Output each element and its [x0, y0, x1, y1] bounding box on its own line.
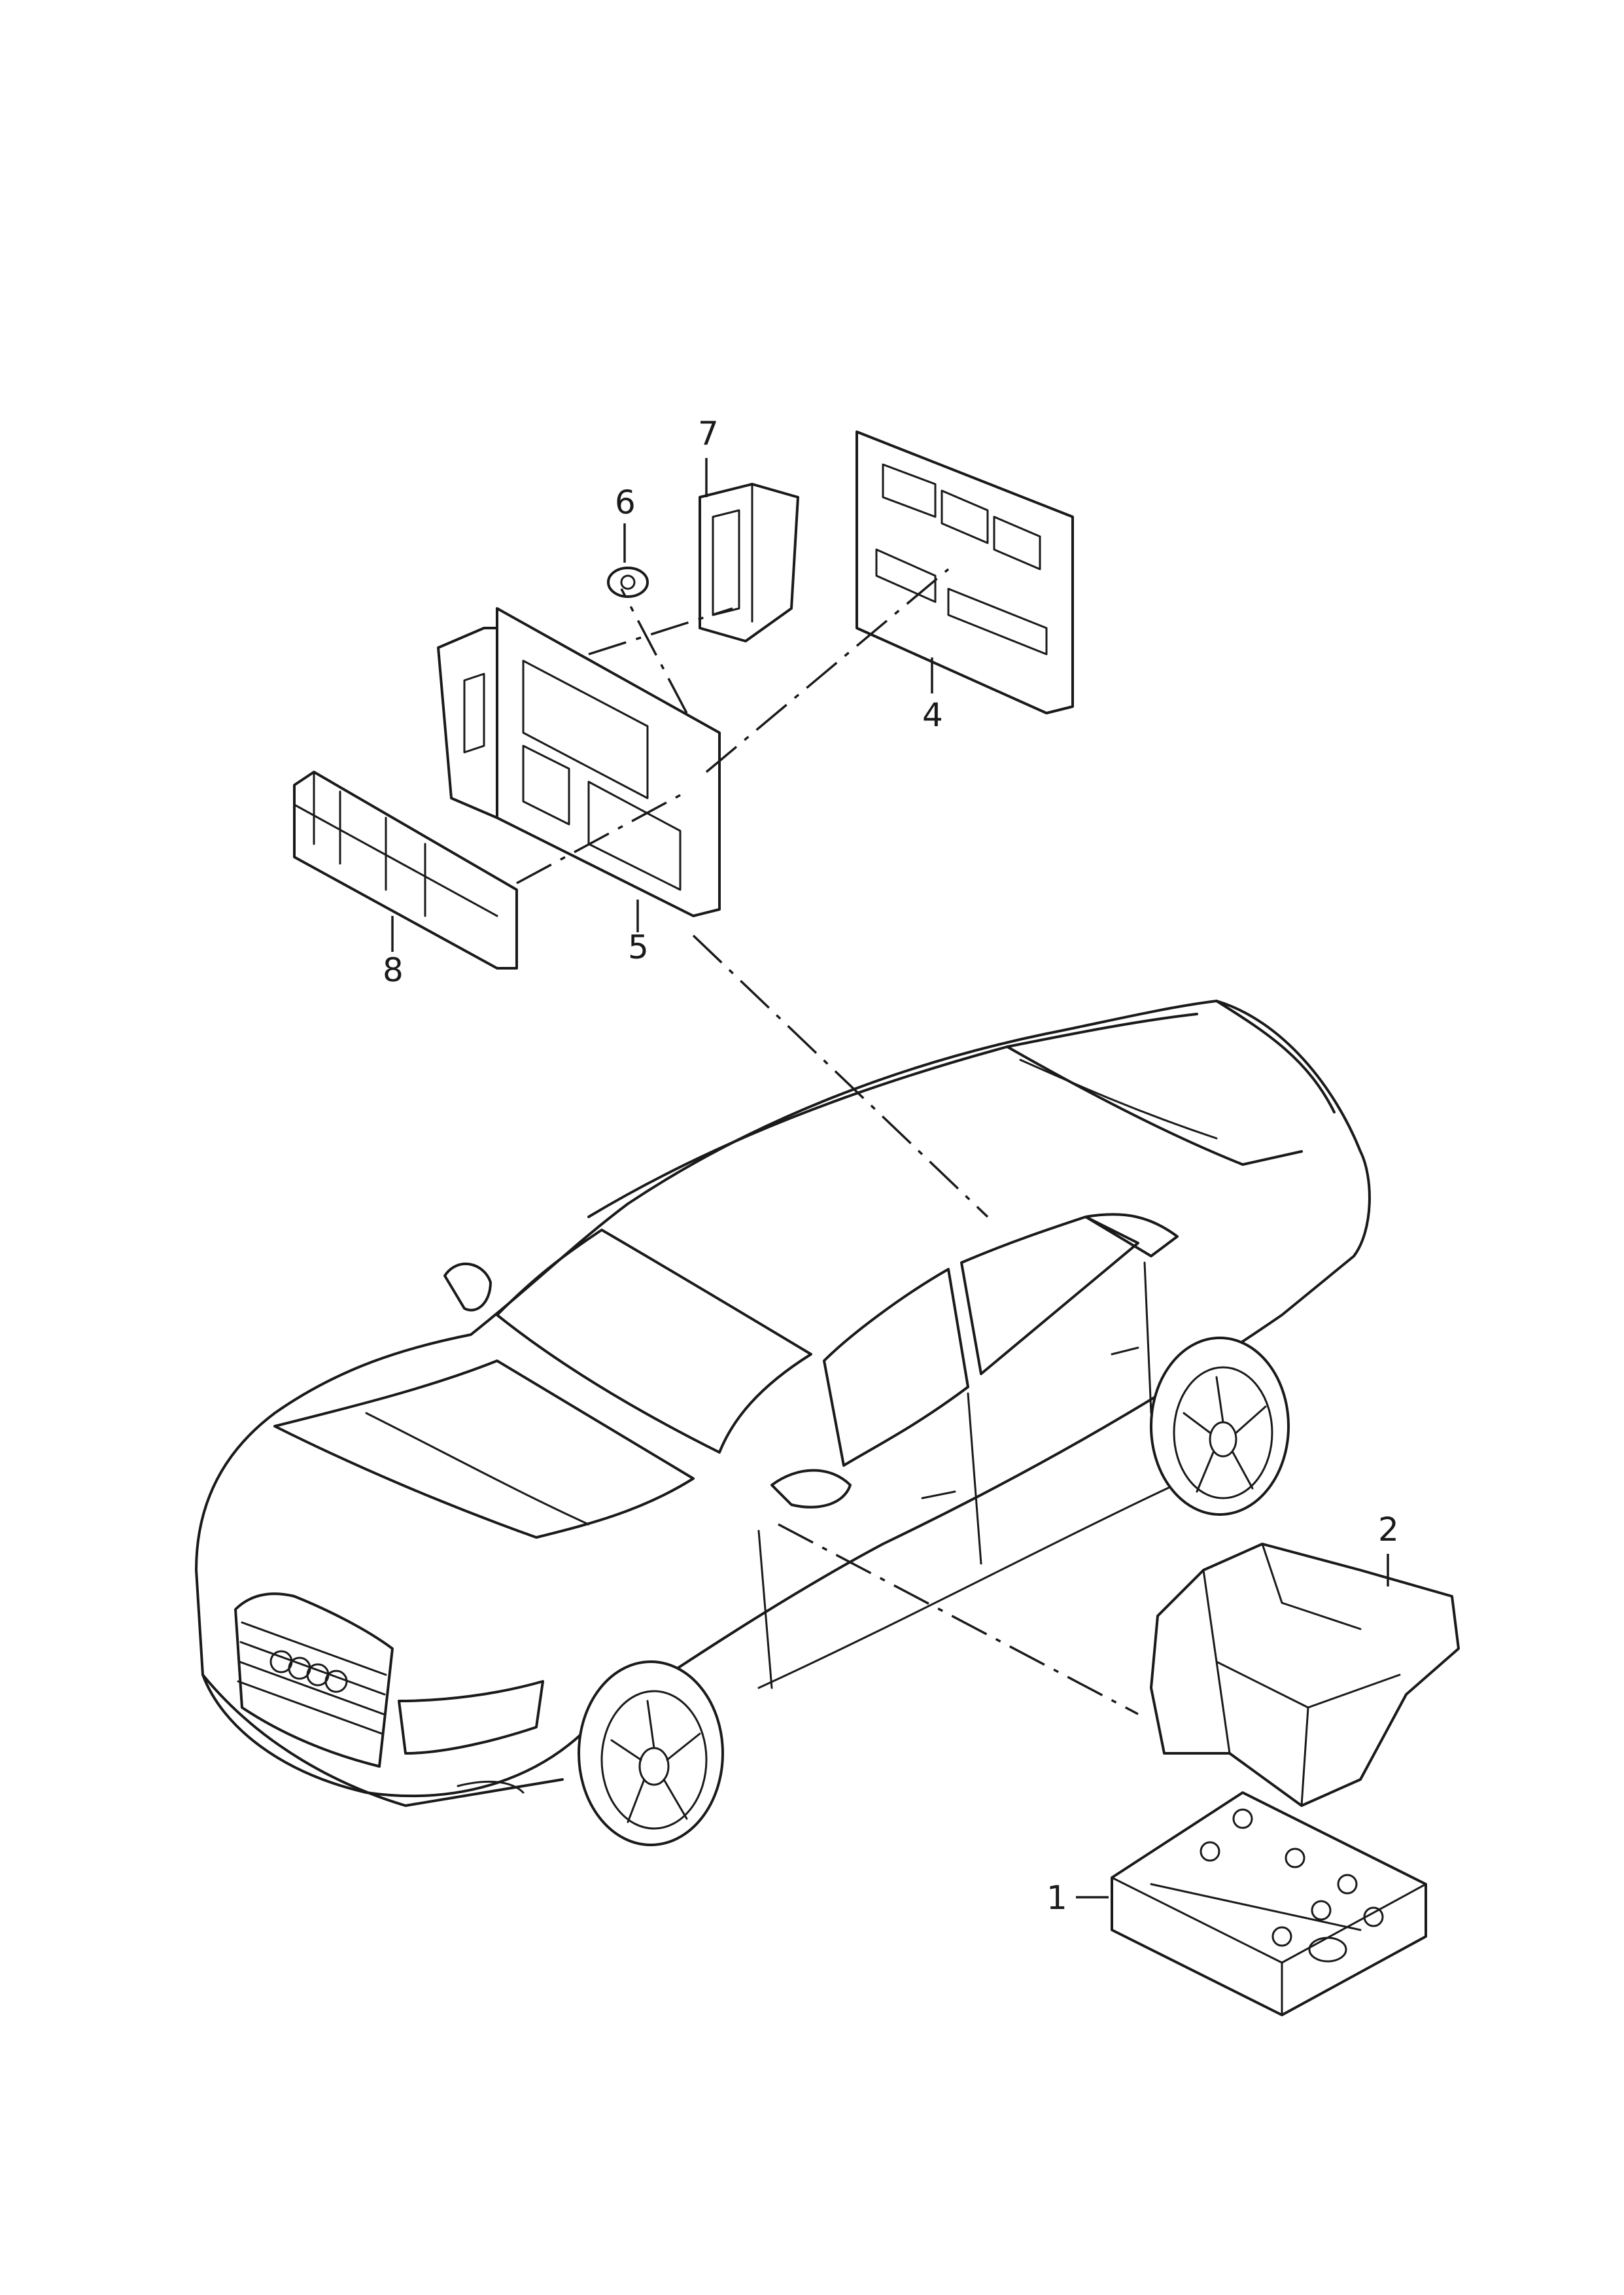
part-nut — [607, 567, 649, 598]
callouts: 7 6 4 5 8 2 1 — [383, 415, 1399, 1917]
assembly-lines — [516, 568, 1139, 1715]
part-carrier-tray — [1150, 1543, 1460, 1807]
callout-part-8: 8 — [383, 951, 404, 989]
part-control-unit-box — [1111, 1791, 1427, 2016]
callout-part-5: 5 — [628, 928, 649, 966]
part-bracket — [437, 607, 721, 917]
vehicle-illustration — [195, 1000, 1371, 1846]
rear-wheel — [1150, 1337, 1290, 1516]
part-relay — [699, 483, 799, 642]
part-fuse-strip — [293, 771, 518, 970]
callout-part-4: 4 — [922, 696, 943, 734]
callout-part-2: 2 — [1378, 1511, 1399, 1549]
callout-part-7: 7 — [698, 415, 719, 453]
callout-part-6: 6 — [615, 483, 636, 521]
part-control-module — [855, 430, 1074, 714]
callout-part-1: 1 — [1046, 1879, 1067, 1917]
front-wheel — [578, 1660, 724, 1846]
